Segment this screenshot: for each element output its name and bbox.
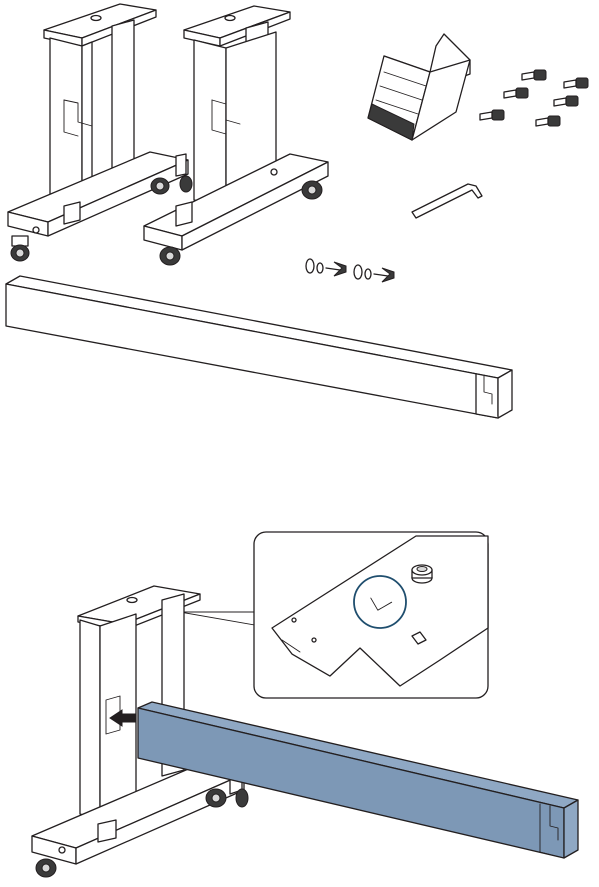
wing-bolt-set — [306, 259, 346, 276]
hex-bolts — [480, 70, 588, 126]
assembly-illustration — [32, 532, 578, 877]
parts-illustration — [6, 4, 588, 418]
hex-key — [412, 184, 482, 218]
detail-callout — [254, 532, 488, 698]
wing-bolt-set — [354, 265, 394, 282]
hex-bolt — [480, 110, 504, 120]
paper-guide — [368, 34, 470, 140]
hex-bolt — [536, 116, 560, 126]
hex-bolt — [554, 96, 578, 106]
crossbar — [6, 276, 512, 418]
hex-bolt — [522, 70, 546, 80]
wing-bolts-and-washers — [306, 259, 394, 282]
right-leg — [144, 6, 328, 265]
hex-bolt — [564, 78, 588, 88]
hex-bolt — [504, 88, 528, 98]
